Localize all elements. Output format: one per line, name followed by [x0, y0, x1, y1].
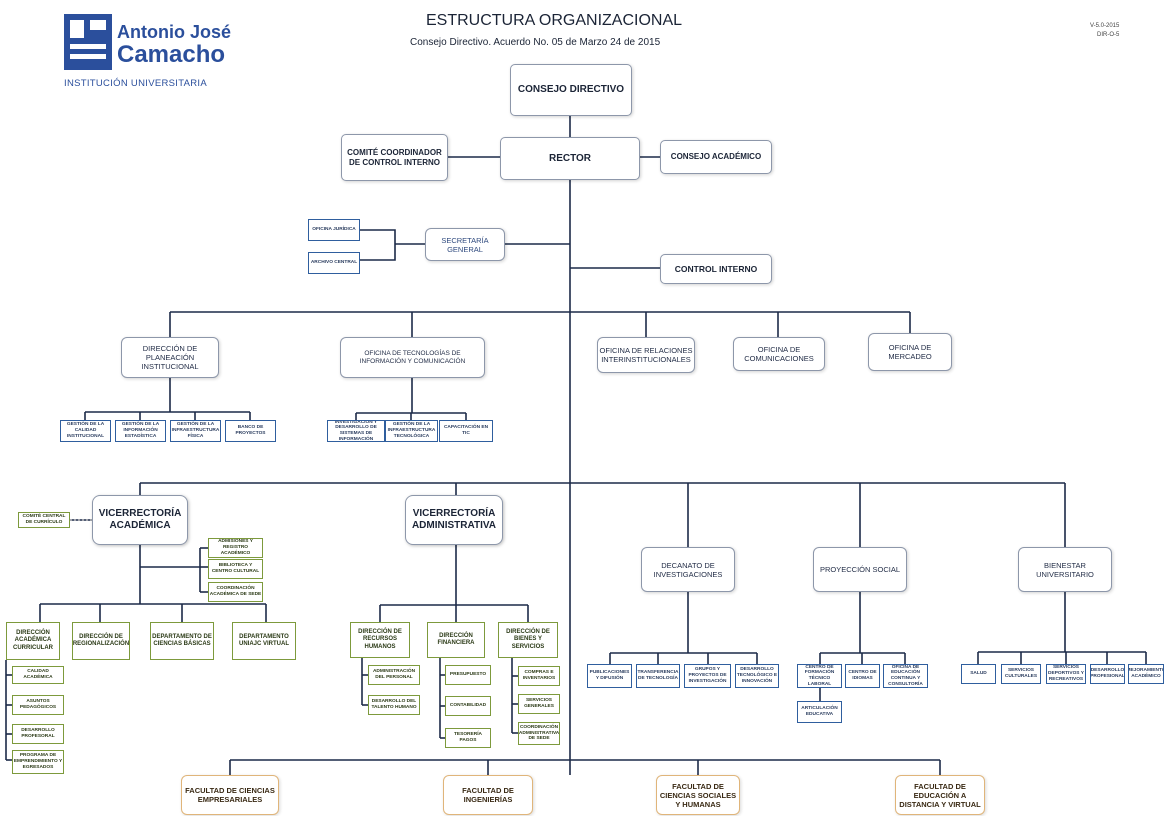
- node-proyeccion-child[interactable]: OFICINA DE EDUCACIÓN CONTINUA Y CONSULTO…: [883, 664, 928, 688]
- node-curricular-child[interactable]: PROGRAMA DE EMPRENDIMIENTO Y EGRESADOS: [12, 750, 64, 774]
- node-investigaciones[interactable]: DECANATO DE INVESTIGACIONES: [641, 547, 735, 592]
- node-bienestar[interactable]: BIENESTAR UNIVERSITARIO: [1018, 547, 1112, 592]
- node-comite-curriculo[interactable]: COMITÉ CENTRAL DE CURRÍCULO: [18, 512, 70, 528]
- node-bienes-child[interactable]: COMPRAS E INVENTARIOS: [518, 666, 560, 686]
- node-vic-academica-side[interactable]: COORDINACIÓN ACADÉMICA DE SEDE: [208, 582, 263, 602]
- node-comunicaciones[interactable]: OFICINA DE COMUNICACIONES: [733, 337, 825, 371]
- node-vic-academica-side[interactable]: ADMISIONES Y REGISTRO ACADÉMICO: [208, 538, 263, 558]
- node-tic-child[interactable]: CAPACITACIÓN EN TIC: [439, 420, 493, 442]
- version-line2: DIR-O-5: [1097, 32, 1120, 38]
- node-planeacion-child[interactable]: GESTIÓN DE LA INFRAESTRUCTURA FÍSICA: [170, 420, 221, 442]
- node-investigaciones-child[interactable]: GRUPOS Y PROYECTOS DE INVESTIGACIÓN: [684, 664, 731, 688]
- node-vic-admin-dir[interactable]: DIRECCIÓN DE RECURSOS HUMANOS: [350, 622, 410, 658]
- node-vic-academica-dir[interactable]: DEPARTAMENTO UNIAJC VIRTUAL: [232, 622, 296, 660]
- node-bienes-child[interactable]: COORDINACIÓN ADMINISTRATIVA DE SEDE: [518, 722, 560, 745]
- node-consejo-directivo[interactable]: CONSEJO DIRECTIVO: [510, 64, 632, 116]
- node-curricular-child[interactable]: DESARROLLO PROFESORAL: [12, 724, 64, 744]
- node-bienestar-child[interactable]: SERVICIOS DEPORTIVOS Y RECREATIVOS: [1046, 664, 1086, 684]
- node-tic-child[interactable]: GESTIÓN DE LA INFRAESTRUCTURA TECNOLÓGIC…: [385, 420, 438, 442]
- institution-logo-mark: [64, 14, 112, 70]
- node-facultad[interactable]: FACULTAD DE INGENIERÍAS: [443, 775, 533, 815]
- node-vic-academica-dir[interactable]: DIRECCIÓN ACADÉMICA CURRICULAR: [6, 622, 60, 660]
- node-mercadeo[interactable]: OFICINA DE MERCADEO: [868, 333, 952, 371]
- node-bienestar-child[interactable]: SALUD: [961, 664, 996, 684]
- version-code: V-5.0-2015 DIR-O-5: [1090, 22, 1119, 40]
- node-rrhh-child[interactable]: ADMINISTRACIÓN DEL PERSONAL: [368, 665, 420, 685]
- logo-subtitle: INSTITUCIÓN UNIVERSITARIA: [64, 78, 207, 89]
- node-bienestar-child[interactable]: MEJORAMIENTO ACADÉMICO: [1128, 664, 1164, 684]
- node-vic-admin-dir[interactable]: DIRECCIÓN FINANCIERA: [427, 622, 485, 658]
- node-control-interno[interactable]: CONTROL INTERNO: [660, 254, 772, 284]
- node-rrhh-child[interactable]: DESARROLLO DEL TALENTO HUMANO: [368, 695, 420, 715]
- chart-title: ESTRUCTURA ORGANIZACIONAL: [426, 12, 683, 29]
- node-secretaria-general[interactable]: SECRETARÍA GENERAL: [425, 228, 505, 261]
- node-planeacion-child[interactable]: GESTIÓN DE LA CALIDAD INSTITUCIONAL: [60, 420, 111, 442]
- chart-subtitle: Consejo Directivo. Acuerdo No. 05 de Mar…: [410, 37, 661, 48]
- node-investigaciones-child[interactable]: TRANSFERENCIA DE TECNOLOGÍA: [636, 664, 680, 688]
- node-vic-admin-dir[interactable]: DIRECCIÓN DE BIENES Y SERVICIOS: [498, 622, 558, 658]
- node-planeacion[interactable]: DIRECCIÓN DE PLANEACIÓN INSTITUCIONAL: [121, 337, 219, 378]
- node-consejo-academico[interactable]: CONSEJO ACADÉMICO: [660, 140, 772, 174]
- node-proyeccion-child[interactable]: CENTRO DE IDIOMAS: [845, 664, 880, 688]
- node-proyeccion-child[interactable]: CENTRO DE FORMACIÓN TÉCNICO LABORAL: [797, 664, 842, 688]
- node-tic-child[interactable]: INVESTIGACIÓN Y DESARROLLO DE SISTEMAS D…: [327, 420, 385, 442]
- node-vic-academica-side[interactable]: BIBLIOTECA Y CENTRO CULTURAL: [208, 559, 263, 579]
- node-vic-academica-dir[interactable]: DIRECCIÓN DE REGIONALIZACIÓN: [72, 622, 130, 660]
- logo-name-line2: Camacho: [117, 41, 226, 68]
- node-bienestar-child[interactable]: DESARROLLO PROFESIONAL: [1090, 664, 1125, 684]
- node-articulacion-educativa[interactable]: ARTICULACIÓN EDUCATIVA: [797, 701, 842, 723]
- node-facultad[interactable]: FACULTAD DE CIENCIAS SOCIALES Y HUMANAS: [656, 775, 740, 815]
- node-curricular-child[interactable]: CALIDAD ACADÉMICA: [12, 666, 64, 684]
- node-planeacion-child[interactable]: GESTIÓN DE LA INFORMACIÓN ESTADÍSTICA: [115, 420, 166, 442]
- node-rector[interactable]: RECTOR: [500, 137, 640, 180]
- node-financiera-child[interactable]: PRESUPUESTO: [445, 665, 491, 685]
- node-facultad[interactable]: FACULTAD DE CIENCIAS EMPRESARIALES: [181, 775, 279, 815]
- node-comite-control-interno[interactable]: COMITÉ COORDINADOR DE CONTROL INTERNO: [341, 134, 448, 181]
- node-tic[interactable]: OFICINA DE TECNOLOGÍAS DE INFORMACIÓN Y …: [340, 337, 485, 378]
- node-vicerrectoria-administrativa[interactable]: VICERRECTORÍA ADMINISTRATIVA: [405, 495, 503, 545]
- node-vicerrectoria-academica[interactable]: VICERRECTORÍA ACADÉMICA: [92, 495, 188, 545]
- node-bienestar-child[interactable]: SERVICIOS CULTURALES: [1001, 664, 1041, 684]
- node-oficina-juridica[interactable]: OFICINA JURÍDICA: [308, 219, 360, 241]
- node-curricular-child[interactable]: ASUNTOS PEDAGÓGICOS: [12, 695, 64, 715]
- node-financiera-child[interactable]: TESORERÍA PAGOS: [445, 728, 491, 748]
- logo-name-line1: Antonio José: [117, 22, 232, 42]
- node-vic-academica-dir[interactable]: DEPARTAMENTO DE CIENCIAS BÁSICAS: [150, 622, 214, 660]
- node-planeacion-child[interactable]: BANCO DE PROYECTOS: [225, 420, 276, 442]
- node-bienes-child[interactable]: SERVICIOS GENERALES: [518, 694, 560, 714]
- node-relaciones[interactable]: OFICINA DE RELACIONES INTERINSTITUCIONAL…: [597, 337, 695, 373]
- node-investigaciones-child[interactable]: DESARROLLO TECNOLÓGICO E INNOVACIÓN: [735, 664, 779, 688]
- node-investigaciones-child[interactable]: PUBLICACIONES Y DIFUSIÓN: [587, 664, 632, 688]
- version-line1: V-5.0-2015: [1090, 23, 1120, 29]
- node-financiera-child[interactable]: CONTABILIDAD: [445, 696, 491, 716]
- node-proyeccion-social[interactable]: PROYECCIÓN SOCIAL: [813, 547, 907, 592]
- node-archivo-central[interactable]: ARCHIVO CENTRAL: [308, 252, 360, 274]
- node-facultad[interactable]: FACULTAD DE EDUCACIÓN A DISTANCIA Y VIRT…: [895, 775, 985, 815]
